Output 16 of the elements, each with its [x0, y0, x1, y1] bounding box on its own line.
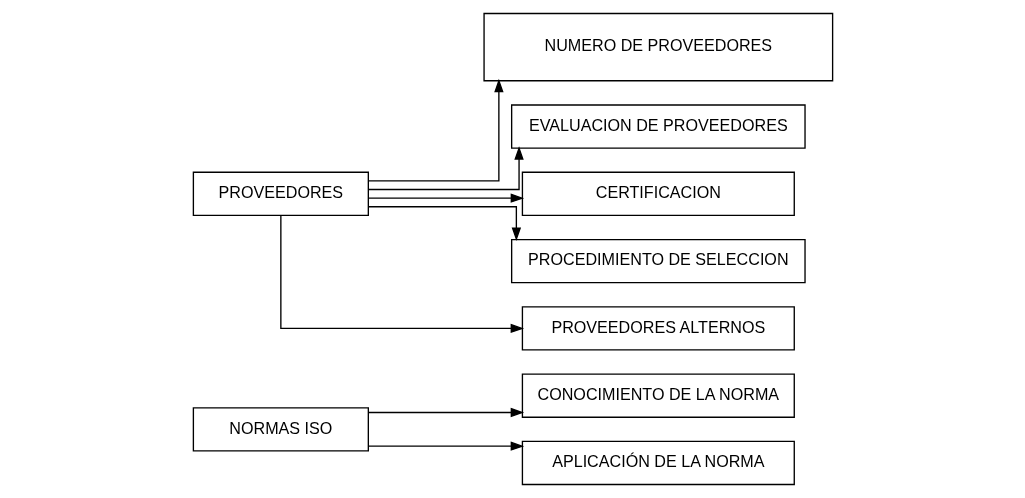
- node-box: EVALUACION DE PROVEEDORES: [510, 104, 806, 149]
- arrow: [367, 441, 524, 451]
- node-box: NORMAS ISO: [192, 407, 369, 452]
- arrow: [367, 146, 524, 191]
- arrow: [367, 407, 524, 418]
- arrow: [279, 214, 524, 334]
- node-box: PROVEEDORES: [192, 171, 369, 217]
- arrow: [367, 193, 524, 203]
- node-box: PROCEDIMIENTO DE SELECCION: [510, 238, 806, 284]
- node-box: CONOCIMIENTO DE LA NORMA: [521, 373, 795, 418]
- node-box: NUMERO DE PROVEEDORES: [482, 12, 833, 82]
- node-box: CERTIFICACION: [521, 171, 795, 217]
- arrow: [367, 206, 521, 242]
- node-box: PROVEEDORES ALTERNOS: [521, 306, 795, 351]
- node-box: APLICACIÓN DE LA NORMA: [521, 440, 795, 486]
- arrow: [367, 78, 504, 182]
